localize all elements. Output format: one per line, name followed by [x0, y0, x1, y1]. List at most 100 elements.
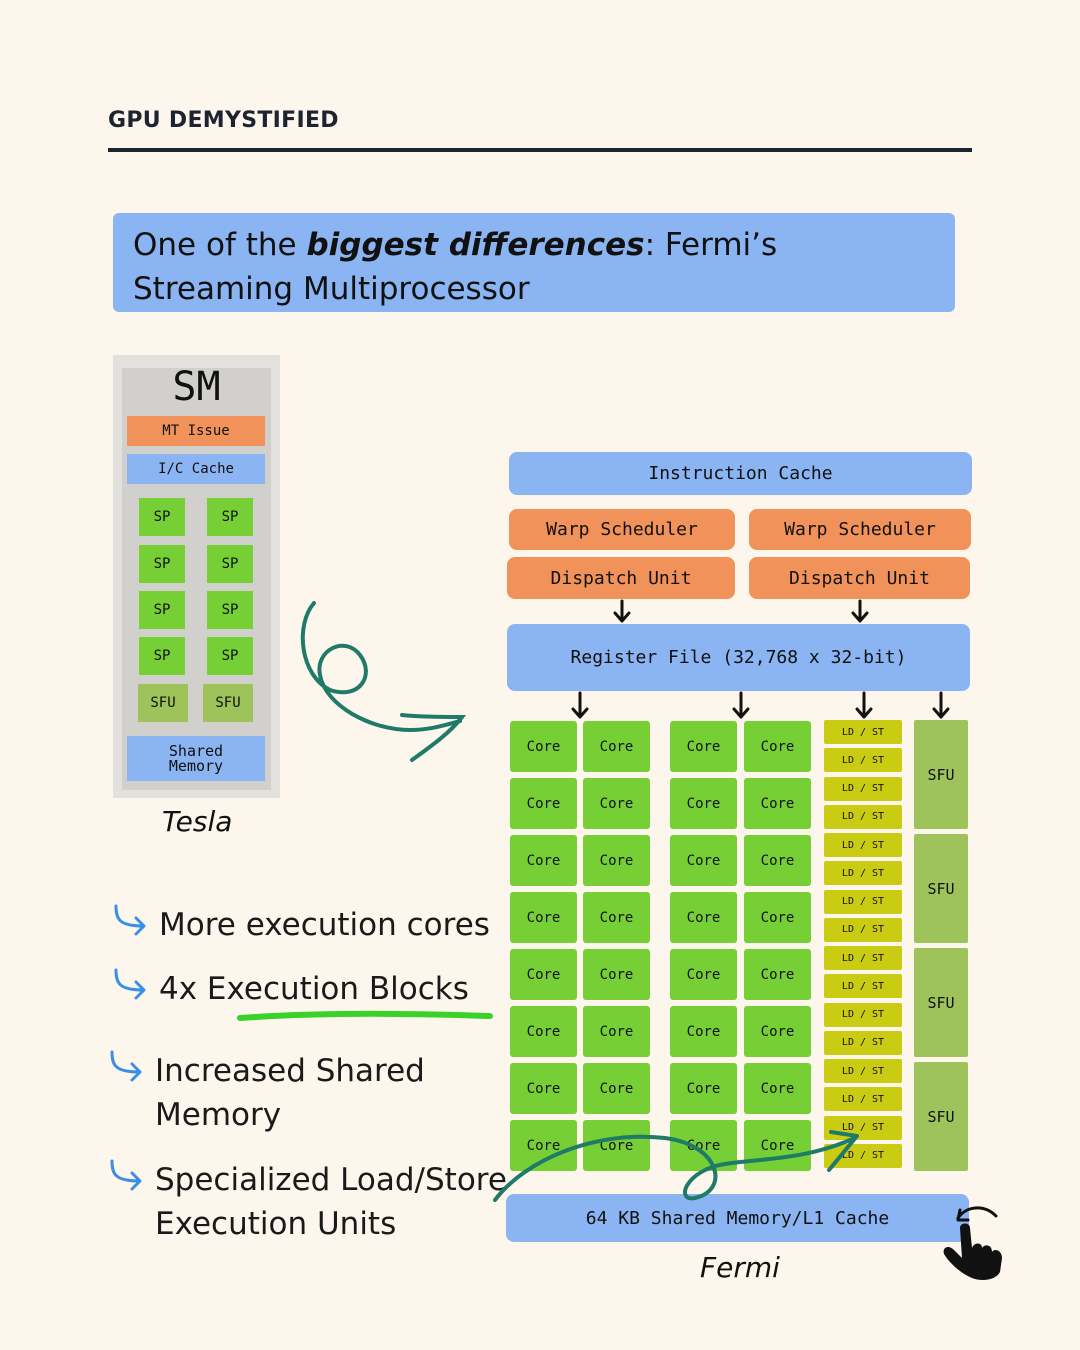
arrow-down-icon: [732, 691, 750, 719]
bullet-shared-memory: Increased Shared Memory: [155, 1049, 425, 1137]
fermi-dispatch-unit: Dispatch Unit: [507, 557, 735, 599]
fermi-warp-scheduler: Warp Scheduler: [509, 509, 735, 550]
bullet-shared-memory-line1: Increased Shared: [155, 1053, 425, 1089]
fermi-ld-st-unit: LD / ST: [824, 1059, 902, 1083]
fermi-ld-st-unit: LD / ST: [824, 804, 902, 829]
tesla-sm-title: SM: [172, 364, 221, 410]
fermi-core: Core: [510, 835, 577, 886]
hand-pointer-icon: [943, 1206, 1002, 1280]
fermi-core: Core: [744, 721, 811, 772]
arrow-down-icon: [932, 691, 950, 719]
fermi-core: Core: [583, 835, 650, 886]
fermi-ld-st-unit: LD / ST: [824, 776, 902, 801]
fermi-ld-st-unit: LD / ST: [824, 917, 902, 942]
fermi-caption: Fermi: [700, 1251, 780, 1284]
fermi-core: Core: [744, 778, 811, 829]
fermi-core: Core: [510, 778, 577, 829]
fermi-core: Core: [510, 892, 577, 943]
fermi-core: Core: [670, 1120, 737, 1171]
fermi-core: Core: [510, 1063, 577, 1114]
tesla-sfu: SFU: [203, 684, 253, 722]
fermi-core: Core: [670, 949, 737, 1000]
series-title: GPU DEMYSTIFIED: [108, 108, 339, 133]
fermi-core: Core: [510, 721, 577, 772]
fermi-core: Core: [510, 1006, 577, 1057]
arrow-down-icon: [613, 599, 631, 623]
underline-highlight-icon: [237, 1010, 493, 1021]
bullet-arrow-icon: [110, 1050, 142, 1082]
fermi-core: Core: [670, 1006, 737, 1057]
fermi-sfu: SFU: [914, 834, 968, 943]
fermi-core: Core: [510, 949, 577, 1000]
tesla-sp: SP: [207, 637, 253, 675]
curly-arrow-icon: [300, 601, 467, 762]
bullet-more-cores: More execution cores: [159, 907, 490, 943]
fermi-ld-st-unit: LD / ST: [824, 946, 902, 970]
fermi-ld-st-unit: LD / ST: [824, 748, 902, 773]
tesla-sp: SP: [207, 498, 253, 536]
fermi-core: Core: [670, 778, 737, 829]
fermi-core: Core: [744, 835, 811, 886]
tesla-sp: SP: [207, 591, 253, 629]
fermi-dispatch-unit: Dispatch Unit: [749, 557, 970, 599]
tesla-shared-memory-line2: Memory: [168, 756, 224, 775]
arrow-down-icon: [571, 691, 589, 719]
tesla-sfu: SFU: [138, 684, 188, 722]
fermi-core: Core: [583, 1006, 650, 1057]
header-divider: [108, 148, 972, 152]
fermi-sfu: SFU: [914, 948, 968, 1057]
bullet-load-store-line1: Specialized Load/Store: [155, 1162, 507, 1198]
tesla-caption: Tesla: [162, 805, 233, 838]
bullet-load-store-line2: Execution Units: [155, 1206, 397, 1242]
fermi-ld-st-unit: LD / ST: [824, 1002, 902, 1027]
tesla-sp: SP: [139, 545, 185, 583]
arrow-down-icon: [855, 691, 873, 719]
fermi-warp-scheduler: Warp Scheduler: [749, 509, 971, 550]
bullet-load-store: Specialized Load/Store Execution Units: [155, 1158, 507, 1246]
tesla-sp: SP: [139, 637, 185, 675]
fermi-core: Core: [744, 1063, 811, 1114]
fermi-ld-st-unit: LD / ST: [824, 889, 902, 914]
fermi-core: Core: [670, 1063, 737, 1114]
headline-prefix: One of the: [133, 227, 307, 263]
fermi-sfu: SFU: [914, 1062, 968, 1171]
fermi-core: Core: [744, 1006, 811, 1057]
fermi-core: Core: [670, 892, 737, 943]
fermi-core: Core: [744, 1120, 811, 1171]
fermi-ld-st-unit: LD / ST: [824, 1143, 902, 1168]
fermi-ld-st-unit: LD / ST: [824, 1115, 902, 1140]
fermi-core: Core: [670, 835, 737, 886]
fermi-core: Core: [583, 778, 650, 829]
fermi-core: Core: [583, 949, 650, 1000]
fermi-core: Core: [510, 1120, 577, 1171]
headline-banner: One of the biggest differences: Fermi’s …: [113, 213, 955, 312]
tesla-mt-issue: MT Issue: [127, 416, 265, 446]
tesla-sp: SP: [139, 498, 185, 536]
fermi-shared-memory: 64 KB Shared Memory/L1 Cache: [506, 1194, 969, 1242]
fermi-ld-st-unit: LD / ST: [824, 720, 902, 744]
fermi-core: Core: [583, 721, 650, 772]
fermi-sfu: SFU: [914, 720, 968, 829]
tesla-shared-memory-line1: Shared: [168, 741, 224, 760]
bullet-shared-memory-line2: Memory: [155, 1097, 282, 1133]
tesla-sp: SP: [207, 545, 253, 583]
fermi-register-file: Register File (32,768 x 32-bit): [507, 624, 970, 691]
tesla-ic-cache: I/C Cache: [127, 454, 265, 484]
arrow-down-icon: [851, 599, 869, 623]
headline-suffix: : Fermi’s Streaming Multiprocessor: [133, 227, 778, 307]
fermi-ld-st-unit: LD / ST: [824, 833, 902, 857]
headline-emphasis: biggest differences: [306, 227, 645, 263]
fermi-core: Core: [583, 1063, 650, 1114]
fermi-core: Core: [583, 892, 650, 943]
bullet-arrow-icon: [114, 968, 146, 1000]
fermi-ld-st-unit: LD / ST: [824, 1087, 902, 1112]
tesla-sp: SP: [139, 591, 185, 629]
bullet-execution-blocks: 4x Execution Blocks: [159, 971, 469, 1007]
fermi-core: Core: [744, 949, 811, 1000]
fermi-ld-st-unit: LD / ST: [824, 1030, 902, 1055]
fermi-core: Core: [744, 892, 811, 943]
fermi-instruction-cache: Instruction Cache: [509, 452, 972, 495]
bullet-arrow-icon: [114, 904, 146, 936]
fermi-ld-st-unit: LD / ST: [824, 861, 902, 886]
bullet-arrow-icon: [110, 1159, 142, 1191]
